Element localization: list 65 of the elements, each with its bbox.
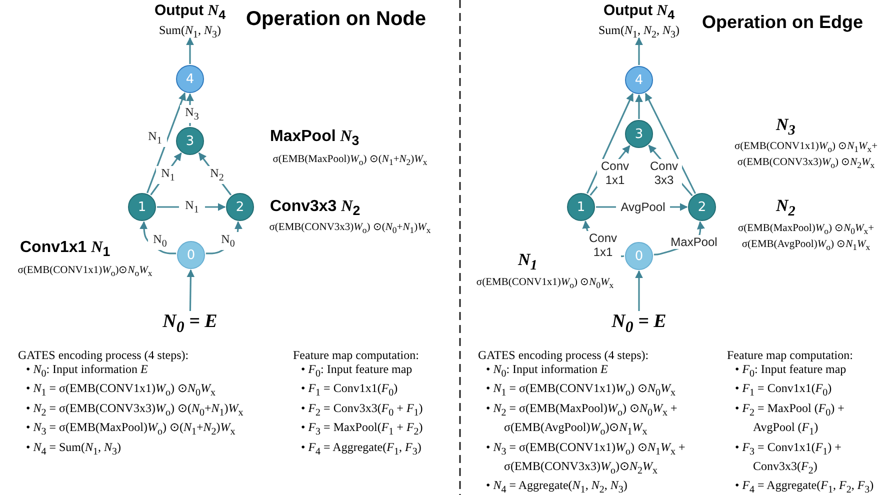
bullet-item: • N$_{0}$: Input information E	[485, 362, 609, 382]
bullet-item: • F$_{1}$ = Conv1x1(F$_{0}$)	[300, 381, 399, 401]
bullet-item: • N$_{4}$ = Sum(N$_{1}$, N$_{3}$)	[25, 440, 122, 459]
node-heading: N$_{2}$	[776, 196, 796, 220]
bullet-item: • N$_{3}$ = σ(EMB(MaxPool)W$_{o}$) ⊙(N$_{1}$+N$_{2}$)W$_{x}$	[25, 420, 236, 440]
node-circle: 4	[625, 66, 653, 94]
bullet-item: • N$_{0}$: Input information E	[25, 362, 149, 382]
bullet-item: • F$_{2}$ = Conv3x3(F$_{0}$ + F$_{1}$)	[300, 400, 424, 420]
arrow	[586, 92, 634, 194]
node-circle: 3	[625, 120, 653, 148]
bullet-item: • N$_{1}$ = σ(EMB(CONV1x1)W$_{o}$) ⊙N$_{0}$W$_{x}$	[25, 381, 216, 401]
node-heading: N$_{1}$	[518, 250, 538, 274]
node-circle: 0	[625, 242, 653, 270]
bullet-item: • F$_{0}$: Input feature map	[300, 362, 414, 382]
arrow	[186, 37, 194, 64]
node-circle: 4	[176, 65, 204, 93]
bullet-item: • F$_{3}$ = MaxPool(F$_{1}$ + F$_{2}$)	[300, 420, 424, 440]
panel-title: Operation on Node	[246, 8, 427, 31]
node-heading: N$_{3}$	[776, 115, 796, 140]
node-circle: 2	[226, 193, 254, 221]
arrow	[206, 221, 242, 254]
arrow	[635, 37, 643, 65]
arrow	[635, 94, 643, 119]
arrow	[644, 92, 696, 194]
node-circle: 1	[128, 193, 156, 221]
arrow	[140, 221, 176, 254]
bullet-item: • F$_{4}$ = Aggregate(F$_{1}$, F$_{2}$, F$_{3}$)	[734, 478, 875, 495]
bullet-item: • F$_{4}$ = Aggregate(F$_{1}$, F$_{3}$)	[300, 440, 422, 459]
node-formula: σ(EMB(MaxPool)W$_{o}$) ⊙N$_{0}$W$_{x}$+ σ(EMB(AvgPool)W$_{o}$) ⊙N$_{1}$W$_{x}$	[736, 222, 876, 254]
list-heading: Feature map computation:	[293, 348, 420, 362]
bullet-item: • F$_{2}$ = MaxPool (F$_{0}$) + AvgPool (F$_{1}$)	[734, 400, 846, 440]
node-formula: σ(EMB(CONV3x3)W$_{o}$) ⊙(N$_{0}$+N$_{1}$)W$_{x}$	[268, 221, 432, 238]
bullet-item: • N$_{4}$ = Aggregate(N$_{1}$, N$_{2}$, N$_{3}$)	[485, 478, 628, 495]
output-heading: Output N$_{4}$	[602, 2, 676, 24]
node-formula: σ(EMB(MaxPool)W$_{o}$) ⊙(N$_{1}$+N$_{2}$)W$_{x}$	[272, 153, 428, 170]
output-formula: Sum(N$_{1}$, N$_{3}$)	[158, 24, 222, 42]
panel-title: Operation on Edge	[702, 12, 864, 33]
input-equation: N$_{0}$ = E	[162, 311, 218, 337]
operation-heading: Conv1x1 N$_{1}$	[20, 239, 112, 260]
bullet-item: • F$_{3}$ = Conv1x1(F$_{1}$) + Conv3x3(F$_{2}$)	[734, 440, 842, 478]
node-formula: σ(EMB(CONV1x1)W$_{o}$) ⊙N$_{0}$W$_{x}$	[475, 276, 615, 292]
node-circle: 3	[176, 127, 204, 155]
arrow	[186, 269, 195, 312]
edge-label: Conv 1x1	[585, 231, 621, 259]
node-circle: 1	[567, 193, 595, 221]
node-formula: σ(EMB(CONV1x1)W$_{o}$)⊙N$_{o}$W$_{x}$	[16, 264, 154, 280]
bullet-item: • F$_{1}$ = Conv1x1(F$_{0}$)	[734, 381, 833, 401]
list-heading: Feature map computation:	[727, 348, 854, 362]
bullet-item: • F$_{0}$: Input feature map	[734, 362, 848, 382]
bullet-item: • N$_{1}$ = σ(EMB(CONV1x1)W$_{o}$) ⊙N$_{0}$W$_{x}$	[485, 381, 676, 401]
node-formula: σ(EMB(CONV1x1)W$_{o}$) ⊙N$_{1}$W$_{x}$+ σ(EMB(CONV3x3)W$_{o}$) ⊙N$_{2}$W$_{x}$	[733, 140, 879, 172]
node-circle: 2	[688, 193, 716, 221]
arrow	[635, 270, 643, 311]
node-circle: 0	[177, 241, 205, 269]
output-formula: Sum(N$_{1}$, N$_{2}$, N$_{3}$)	[597, 24, 681, 42]
operation-heading: Conv3x3 N$_{2}$	[270, 198, 362, 218]
input-equation: N$_{0}$ = E	[610, 311, 668, 337]
operation-heading: MaxPool N$_{3}$	[270, 128, 360, 148]
bullet-item: • N$_{2}$ = σ(EMB(CONV3x3)W$_{o}$) ⊙(N$_{0}$+N$_{1}$)W$_{x}$	[25, 400, 244, 420]
edge-label: AvgPool	[616, 200, 670, 214]
list-heading: GATES encoding process (4 steps):	[18, 348, 190, 362]
bullet-item: • N$_{3}$ = σ(EMB(CONV1x1)W$_{o}$) ⊙N$_{1}$W$_{x}$ + σ(EMB(CONV3x3)W$_{o}$)⊙N$_{2}$W$_{x}$	[485, 440, 686, 478]
arrow	[186, 93, 194, 126]
list-heading: GATES encoding process (4 steps):	[478, 348, 650, 362]
arrow	[146, 92, 186, 194]
